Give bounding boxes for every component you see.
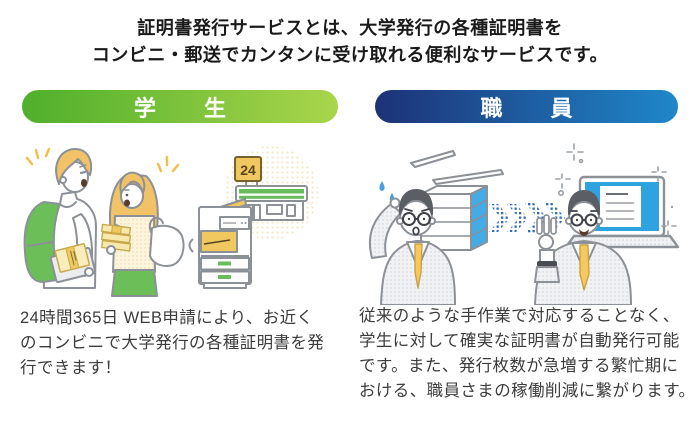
student-banner: 学生	[22, 90, 338, 123]
student-illustration: 24	[15, 130, 350, 305]
staff-banner-label: 職員	[480, 95, 621, 121]
flying-papers	[410, 150, 504, 185]
multifunction-printer-icon	[188, 198, 252, 289]
relaxed-staff	[534, 190, 632, 305]
staff-description: 従来のような手作業で対応することなく、 学生に対して確実な証明書が自動発行可能 …	[359, 304, 700, 404]
page-header: 証明書発行サービスとは、大学発行の各種証明書を コンビニ・郵送でカンタンに受け取…	[0, 15, 700, 69]
sparkle-icons	[555, 143, 677, 236]
student-description: 24時間365日 WEB申請により、お近く のコンビニで大学発行の各種証明書を発…	[20, 306, 355, 381]
staff-illustration-svg	[368, 143, 680, 305]
certificate-envelopes	[101, 223, 132, 252]
staff-description-line-2: 学生に対して確実な証明書が自動発行可能	[359, 332, 680, 350]
flow-arrows-icon	[489, 202, 565, 234]
header-line-2: コンビニ・郵送でカンタンに受け取れる便利なサービスです。	[91, 45, 609, 65]
staff-illustration	[365, 130, 700, 305]
student-illustration-svg: 24	[23, 146, 318, 297]
ok-hand-icon	[534, 214, 560, 283]
stressed-staff	[368, 181, 456, 305]
glasses-icon	[570, 213, 598, 227]
student-girl	[101, 155, 185, 297]
student-banner-label: 学生	[133, 95, 274, 121]
glasses-icon	[402, 212, 431, 226]
staff-description-line-1: 従来のような手作業で対応することなく、	[359, 307, 680, 325]
student-description-line-3: 行できます！	[20, 359, 122, 377]
header-line-1: 証明書発行サービスとは、大学発行の各種証明書を	[137, 18, 563, 38]
staff-description-line-3: です。また、発行枚数が急増する繁忙期に	[359, 357, 679, 375]
student-description-line-2: のコンビニで大学発行の各種証明書を発	[20, 334, 325, 352]
store-sign-label: 24	[240, 162, 256, 178]
staff-description-line-4: おける、職員さまの稼働削減に繋がります。	[359, 382, 696, 400]
paper-stack	[420, 185, 488, 251]
staff-banner: 職員	[375, 90, 678, 123]
student-boy	[23, 147, 97, 289]
certificate-envelope	[49, 243, 97, 284]
sparkle-icon	[156, 155, 180, 173]
tote-bag	[148, 216, 185, 267]
sparkle-icon	[25, 147, 51, 166]
student-description-line-1: 24時間365日 WEB申請により、お近く	[20, 309, 314, 327]
